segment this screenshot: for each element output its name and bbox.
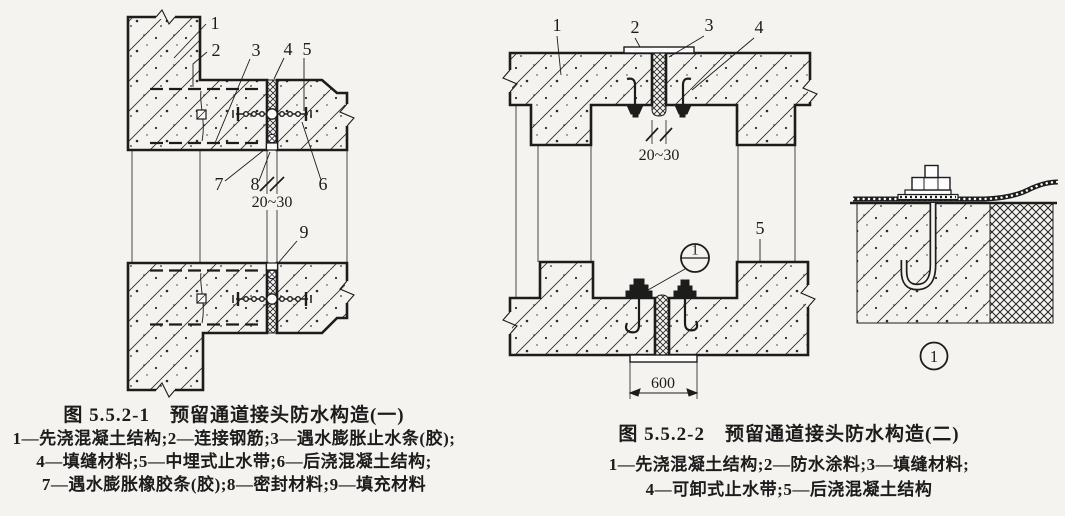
fig2-bottom-slab: 1 600: [502, 243, 816, 399]
embedded-waterstop: [232, 107, 312, 121]
dim-tick: [659, 127, 673, 142]
fig1-projection-lines: [131, 150, 348, 263]
callout-6: 6: [319, 174, 328, 194]
fig2-legend-line-1: 1—先浇混凝土结构;2—防水涂料;3—填缝材料;: [608, 455, 970, 474]
sealant: [265, 262, 279, 271]
plate-width-dimension: 600: [651, 375, 675, 392]
break-mark: [339, 280, 355, 304]
removable-waterstop-bolt-left: [624, 278, 653, 334]
callout-9: 9: [300, 222, 309, 242]
fig1-legend-line-1: 1—先浇混凝土结构;2—连接钢筋;3—遇水膨胀止水条(胶);: [12, 429, 456, 448]
callout-1: 1: [553, 15, 562, 35]
removable-waterstop-bolt-right: [673, 279, 699, 332]
postcast-concrete-slab: [667, 260, 810, 357]
dim-tick: [269, 176, 285, 192]
fig2-plate-dimension: 600: [628, 362, 699, 399]
technical-drawing: 20~30 1 2 3 4 5 6 7 8 9: [126, 9, 1060, 399]
fig1-lower-section: [126, 261, 355, 398]
fig1-caption: 图 5.5.2-1 预留通道接头防水构造(一) 1—先浇混凝土结构;2—连接钢筋…: [6, 400, 462, 496]
fig2-title: 图 5.5.2-2 预留通道接头防水构造(二): [618, 424, 960, 445]
anchor-hook-right: [674, 77, 692, 118]
break-mark: [502, 311, 518, 335]
fig1-callout-numbers: 1 2 3 4 5 6 7 8 9: [211, 13, 328, 242]
dim-tick: [259, 176, 275, 192]
precast-concrete-slab: [664, 51, 812, 147]
fig1-upper-section: [126, 9, 355, 152]
joint-width-dimension: 20~30: [639, 147, 680, 164]
precast-concrete-wall: [126, 15, 269, 152]
callout-5: 5: [303, 39, 312, 59]
backing-plate: [629, 354, 698, 363]
fig2-top-slab: 20~30: [502, 46, 818, 164]
fig1-drawing: 20~30 1 2 3 4 5 6 7 8 9: [126, 9, 355, 398]
break-mark: [155, 382, 176, 398]
connecting-rebar: [150, 87, 264, 145]
fig2-joint-dimension: 20~30: [639, 120, 680, 164]
fig2-legend-line-2: 4—可卸式止水带;5—后浇混凝土结构: [645, 480, 933, 499]
fig2-callout-numbers: 1 2 3 4 5: [553, 15, 765, 238]
break-mark: [802, 79, 818, 103]
embedded-waterstop: [232, 292, 312, 306]
callout-3: 3: [252, 40, 261, 60]
break-mark: [155, 9, 176, 25]
fig1-dimension: 20~30: [248, 176, 296, 211]
break-mark: [502, 69, 518, 93]
callout-4: 4: [755, 17, 764, 37]
bolt-cap: [924, 164, 939, 179]
fig1-title: 图 5.5.2-1 预留通道接头防水构造(一): [63, 405, 405, 426]
detail-reference-bubble: 1: [647, 243, 710, 291]
connecting-rebar: [150, 269, 264, 326]
fig1-legend-line-2: 4—填缝材料;5—中埋式止水带;6—后浇混凝土结构;: [36, 452, 432, 471]
hook-bolt-assembly: [897, 164, 959, 291]
sealant: [265, 142, 279, 151]
callout-7: 7: [215, 174, 224, 194]
fig2-caption: 图 5.5.2-2 预留通道接头防水构造(二) 1—先浇混凝土结构;2—防水涂料…: [550, 419, 1028, 502]
precast-concrete-slab: [508, 51, 654, 147]
postcast-concrete-slab: [508, 260, 657, 357]
concrete-section: [856, 202, 991, 324]
detail-bubble-number: 1: [691, 243, 699, 259]
callout-1: 1: [211, 13, 220, 33]
fig2-drawing: 20~30: [502, 15, 818, 399]
nut: [911, 176, 951, 191]
filler-material-section: [989, 202, 1054, 324]
detail1-drawing: 1: [850, 164, 1060, 371]
callout-8: 8: [251, 174, 260, 194]
joint-width-dimension: 20~30: [252, 194, 293, 211]
removable-waterstop-band: [851, 179, 1060, 202]
fig1-callout-leaders: [173, 23, 322, 263]
detail-marker-number: 1: [930, 347, 939, 366]
break-mark: [339, 103, 355, 127]
fig2-projection-lines: [515, 105, 796, 298]
callout-2: 2: [631, 17, 640, 37]
joint-filler: [651, 52, 667, 117]
fig2-callout-leaders: [556, 35, 761, 261]
fig1-legend-line-3: 7—遇水膨胀橡胶条(胶);8—密封材料;9—填充材料: [41, 475, 427, 494]
detail-marker: 1: [919, 341, 949, 371]
precast-concrete-wall: [126, 261, 269, 392]
break-mark: [800, 284, 816, 308]
dim-tick: [645, 127, 659, 142]
callout-5: 5: [756, 218, 765, 238]
joint-filler: [654, 294, 670, 356]
anchor-hook-left: [626, 77, 644, 118]
callout-2: 2: [212, 40, 221, 60]
callout-4: 4: [284, 39, 293, 59]
callout-3: 3: [705, 15, 714, 35]
